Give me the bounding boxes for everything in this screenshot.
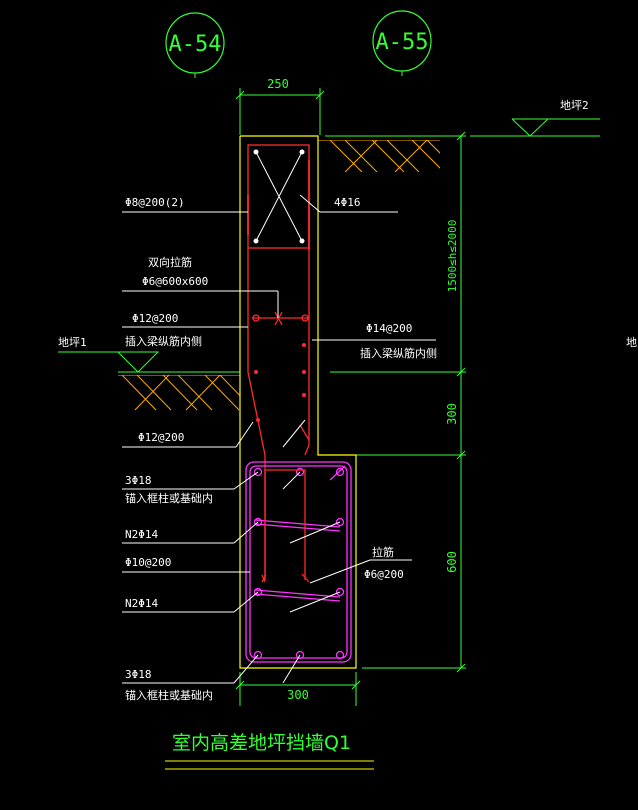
label-right-bars-spec: Φ14@200 (366, 322, 412, 335)
dim-top-width-text: 250 (267, 77, 289, 91)
axis-label-left: A-54 (169, 32, 222, 57)
stirrup-marks (247, 160, 310, 250)
tie-bar (252, 311, 309, 326)
label-corner-bars: 4Φ16 (334, 196, 361, 209)
label-top-bars-spec: 3Φ18 (125, 474, 152, 487)
label-beam-tie-spec: Φ6@200 (364, 568, 404, 581)
level-marker-left (58, 351, 240, 373)
dim-bottom-width-text: 300 (287, 688, 309, 702)
label-right-bars-note: 插入梁纵筋内侧 (360, 346, 437, 360)
beam-stirrups (245, 461, 352, 663)
level-right-label: 地坪2 (560, 99, 589, 112)
beam-bar-dots (253, 467, 345, 660)
beam-anchor-bars (264, 469, 310, 583)
soil-hatch-right (318, 140, 440, 172)
dim-height-lower: 600 (445, 551, 459, 573)
title-underline (165, 760, 374, 770)
label-beam-stirrup: Φ10@200 (125, 556, 171, 569)
label-left-bars-spec: Φ12@200 (132, 312, 178, 325)
label-left-bars-note: 插入梁纵筋内侧 (125, 334, 202, 348)
level-left-label: 地坪1 (58, 336, 87, 349)
leader-lines (122, 194, 436, 684)
axis-bubble-a54: A-54 (165, 12, 225, 74)
level-marker-right (470, 118, 600, 137)
label-bottom-bars-note: 锚入框柱或基础内 (125, 688, 213, 702)
label-lower-left-bars: Φ12@200 (138, 431, 184, 444)
axis-label-right: A-55 (376, 30, 429, 55)
dim-height-mid: 300 (445, 403, 459, 425)
wall-outline (239, 135, 357, 669)
axis-bubble-a55: A-55 (372, 10, 432, 72)
dim-top-width (235, 88, 325, 135)
wall-bar-dots (254, 343, 306, 422)
edge-mark: 地 (626, 336, 637, 349)
dim-bottom-width (235, 672, 361, 706)
dim-height-upper: 1500≤h≤2000 (446, 220, 459, 293)
label-beam-tie-title: 拉筋 (372, 545, 394, 559)
label-top-bars-note: 锚入框柱或基础内 (125, 491, 213, 505)
label-tie-spec: Φ6@600x600 (142, 275, 208, 288)
drawing-title: 室内高差地坪挡墙Q1 (172, 732, 351, 754)
top-cap-rebar (247, 144, 310, 249)
label-side-bars-2: N2Φ14 (125, 597, 158, 610)
label-tie-title: 双向拉筋 (148, 255, 192, 269)
dim-right-chain (325, 131, 466, 673)
label-side-bars-1: N2Φ14 (125, 528, 158, 541)
corner-bars (253, 149, 305, 244)
soil-hatch-left (118, 375, 240, 411)
label-bottom-bars-spec: 3Φ18 (125, 668, 152, 681)
label-stirrup: Φ8@200(2) (125, 196, 185, 209)
